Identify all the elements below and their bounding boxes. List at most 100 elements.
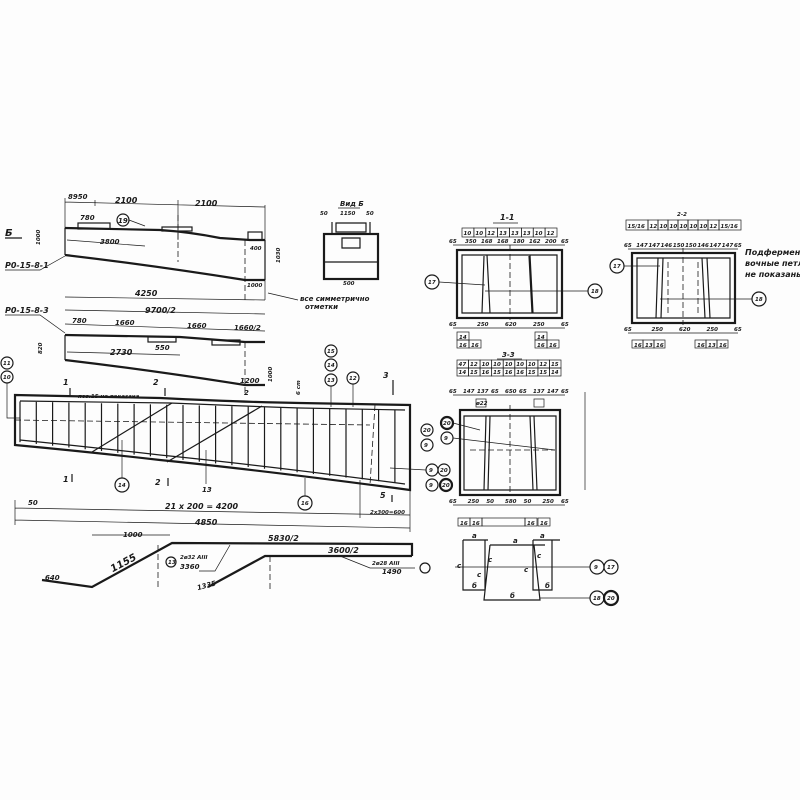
dim-text: 250 <box>477 322 489 328</box>
bar-tag-text: 16 <box>656 343 664 349</box>
table-cell-text: 10 <box>482 362 490 368</box>
bar-box <box>475 398 487 408</box>
center-line <box>667 248 699 325</box>
callout-15 <box>324 344 338 358</box>
table-cell-text: 10 <box>690 224 698 230</box>
dim-text: 147 <box>710 243 722 249</box>
dim-text: 147 <box>722 243 734 249</box>
dim-4850: 4850 <box>194 518 218 527</box>
section-3-title: 3-3 <box>502 351 515 359</box>
rebar-cage <box>19 400 406 485</box>
callout-label: 18 <box>593 596 601 602</box>
table-cell-text: 12 <box>539 362 547 368</box>
section-mark-2-top: 2 <box>153 378 159 387</box>
beam-top-edge <box>64 226 265 242</box>
bar-tag <box>653 339 666 349</box>
dim-1155: 1155 <box>109 552 139 575</box>
bar-tag-text: 16 <box>460 521 468 527</box>
dim-lines <box>14 480 411 532</box>
dim-50: 50 <box>28 499 38 507</box>
table-cell-text: 10 <box>493 362 501 368</box>
dim-text: 150 <box>673 243 685 249</box>
dim-text: 168 <box>497 239 509 245</box>
bar-spec-2x32: 2ø32 AIII <box>180 555 208 561</box>
leader <box>5 314 66 334</box>
note-line-3: не показаны <box>745 270 800 279</box>
callout-label: 15 <box>327 349 335 355</box>
dim-1000: 1000 <box>268 367 274 382</box>
dim-text: 147 <box>636 243 648 249</box>
callout-label: 20 <box>443 421 451 427</box>
table-cell-text: 15 <box>470 370 478 376</box>
dim-text: 65 <box>734 243 742 249</box>
leader <box>6 383 20 419</box>
elevation-top-label: Р0-15-8-1 <box>5 261 49 270</box>
table-cell-text: 13 <box>499 231 507 237</box>
bar-tag <box>468 339 482 349</box>
letter-b: б <box>545 582 550 590</box>
callout-label: 11 <box>3 361 11 367</box>
table-cell-text: 15 <box>539 370 547 376</box>
bearing-plate <box>77 222 111 230</box>
dim-text: 200 <box>545 239 557 245</box>
note-marks: отметки <box>305 303 338 311</box>
dim-lines <box>64 198 266 300</box>
dim-500: 500 <box>343 281 355 287</box>
dim-780: 780 <box>80 214 95 222</box>
callout-label: 13 <box>327 378 335 384</box>
callout-17 <box>603 559 619 575</box>
dim-text: 50 <box>486 499 494 505</box>
dim-text: 250 <box>533 322 545 328</box>
dim-text: 147 <box>648 243 660 249</box>
main-beam: поз.15 не показана 1 2 1 2 3 5 6 cm 1200… <box>0 344 451 532</box>
bar-detail: a a a c c c c c б б б 9 17 18 20 <box>455 532 620 607</box>
bar-tag-text: 16 <box>471 343 479 349</box>
callout-20 <box>602 589 620 607</box>
callout-20 <box>439 415 455 431</box>
letter-c: c <box>457 562 462 570</box>
callout-20 <box>420 423 434 437</box>
bar-tag-text: 16 <box>537 343 545 349</box>
elevation-mid-label: Р0-15-8-3 <box>5 306 49 315</box>
dim-text: 250 <box>707 327 719 333</box>
dim-1030: 1030 <box>276 248 282 263</box>
dim-820: 820 <box>38 342 44 354</box>
table-cell-text: 10 <box>670 224 678 230</box>
dim-text: 137 <box>533 389 545 395</box>
section-outline <box>630 251 737 325</box>
callout-9 <box>440 431 454 445</box>
dim-text: 168 <box>481 239 493 245</box>
leader <box>438 281 486 286</box>
callout-13 <box>165 556 177 568</box>
section-2-title: 2-2 <box>677 212 687 218</box>
dim-text: 580 <box>505 499 517 505</box>
bearing-plate <box>247 231 263 241</box>
dim-text: 250 <box>542 499 554 505</box>
beam-top-edge <box>64 333 265 344</box>
table-cell <box>549 367 562 377</box>
bar-tag <box>546 339 560 349</box>
bar-label: ø22 <box>475 401 488 407</box>
callout-label: 20 <box>423 428 431 434</box>
table-cell-text: 12 <box>710 224 718 230</box>
bar-tag <box>716 339 729 349</box>
callout-label: 17 <box>607 565 615 571</box>
letter-c: c <box>524 566 529 574</box>
table-cell-text: 47 <box>459 362 467 368</box>
table-cell-text: 16 <box>482 370 490 376</box>
callout-label: 9 <box>429 468 433 474</box>
dim-1335: 1335 <box>196 579 217 592</box>
dim-text: 65 <box>624 327 632 333</box>
rebar <box>636 257 731 319</box>
letter-b: б <box>472 582 477 590</box>
section-axis <box>369 404 376 486</box>
dim-text: 65 <box>561 239 569 245</box>
callout-9-b <box>425 478 439 492</box>
table-cell-text: 16 <box>516 370 524 376</box>
bar-tag-text: 16 <box>459 343 467 349</box>
